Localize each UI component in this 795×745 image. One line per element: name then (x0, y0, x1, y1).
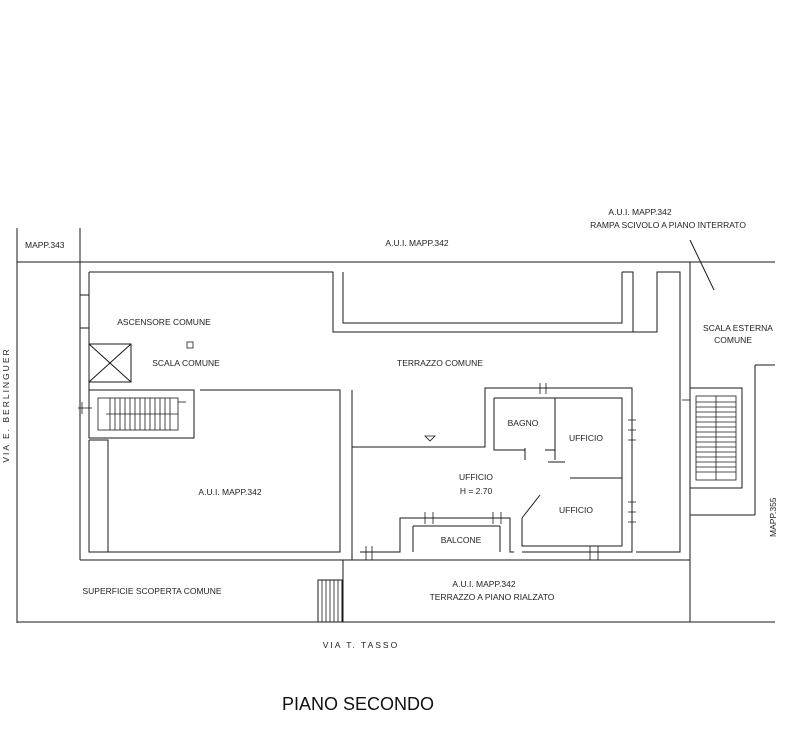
building-walls (79, 261, 691, 560)
external-stair-symbol (689, 387, 743, 489)
label-bagno: BAGNO (508, 418, 539, 428)
label-terrazzo-rialzato: TERRAZZO A PIANO RIALZATO (430, 592, 555, 602)
label-balcone: BALCONE (441, 535, 482, 545)
plan-title: PIANO SECONDO (282, 694, 434, 714)
site-boundaries (16, 228, 775, 623)
room-labels: MAPP.343 A.U.I. MAPP.342 A.U.I. MAPP.342… (25, 207, 778, 602)
label-scala-esterna: SCALA ESTERNA (703, 323, 773, 333)
label-ramp: RAMPA SCIVOLO A PIANO INTERRATO (590, 220, 746, 230)
label-mapp343: MAPP.343 (25, 240, 65, 250)
label-ascensore: ASCENSORE COMUNE (117, 317, 211, 327)
label-aui-bottom: A.U.I. MAPP.342 (452, 579, 515, 589)
label-ufficio-main: UFFICIO (459, 472, 493, 482)
window-marks (360, 383, 690, 560)
label-aui-top: A.U.I. MAPP.342 (385, 238, 448, 248)
label-ufficio-2: UFFICIO (559, 505, 593, 515)
exterior-steps-symbol (317, 579, 343, 623)
label-aui-left: A.U.I. MAPP.342 (198, 487, 261, 497)
street-labels: VIA E. BERLINGUER VIA T. TASSO (1, 347, 399, 650)
label-superficie: SUPERFICIE SCOPERTA COMUNE (82, 586, 221, 596)
label-aui-ramp: A.U.I. MAPP.342 (608, 207, 671, 217)
elevator-symbol (88, 341, 194, 383)
label-scala-comune: SCALA COMUNE (152, 358, 220, 368)
label-terrazzo-comune: TERRAZZO COMUNE (397, 358, 483, 368)
common-stair-symbol (78, 389, 195, 439)
label-height: H = 2.70 (460, 486, 493, 496)
label-mapp355: MAPP.355 (768, 497, 778, 537)
street-west: VIA E. BERLINGUER (1, 347, 11, 462)
label-scala-esterna-comune: COMUNE (714, 335, 752, 345)
street-south: VIA T. TASSO (323, 640, 399, 650)
label-ufficio-1: UFFICIO (569, 433, 603, 443)
